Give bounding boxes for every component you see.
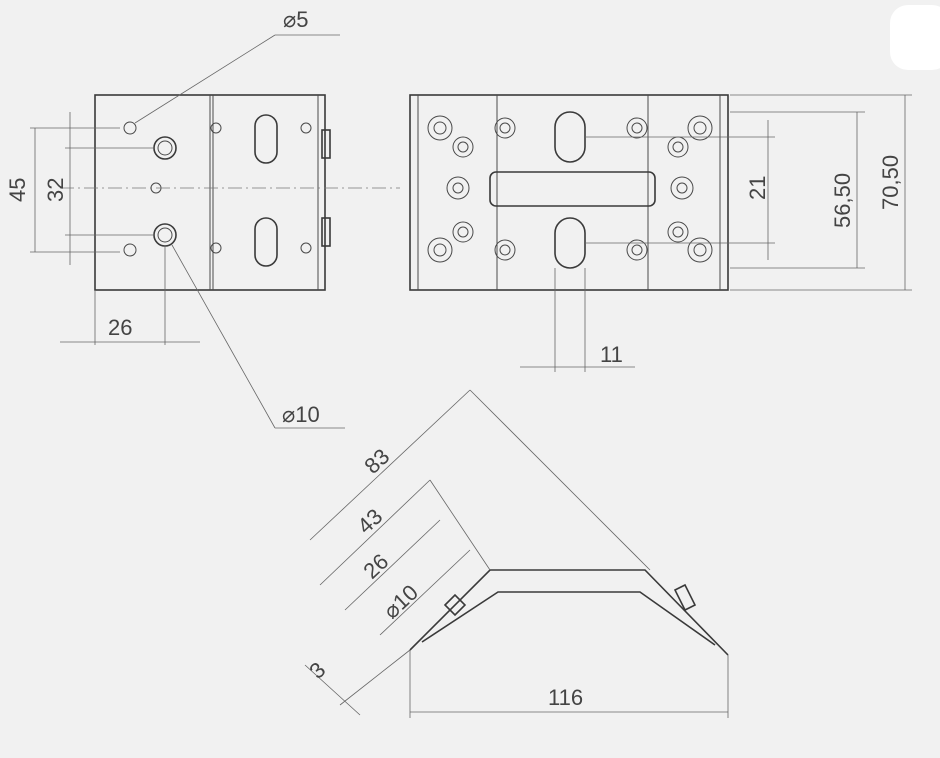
left-view [60,94,400,291]
dim-56-50: 56,50 [830,173,855,228]
dim-26-side: 26 [358,549,393,584]
corner-highlight [890,5,940,70]
dim-hole-diameter-side: ⌀10 [378,580,423,624]
dimension-lines [30,34,912,718]
dim-45: 45 [5,178,30,202]
dim-83: 83 [359,444,394,479]
dim-small-hole-diameter: ⌀5 [283,7,308,32]
dim-116: 116 [548,685,583,710]
dim-26-left: 26 [108,315,132,340]
side-view [409,569,729,656]
dim-32: 32 [43,178,68,202]
dim-43: 43 [352,504,387,539]
dim-70-50: 70,50 [878,155,903,210]
dim-11: 11 [600,342,623,367]
dim-large-hole-diameter: ⌀10 [282,402,320,427]
right-view [409,94,729,291]
dim-21: 21 [745,176,770,200]
dim-3: 3 [304,657,330,684]
